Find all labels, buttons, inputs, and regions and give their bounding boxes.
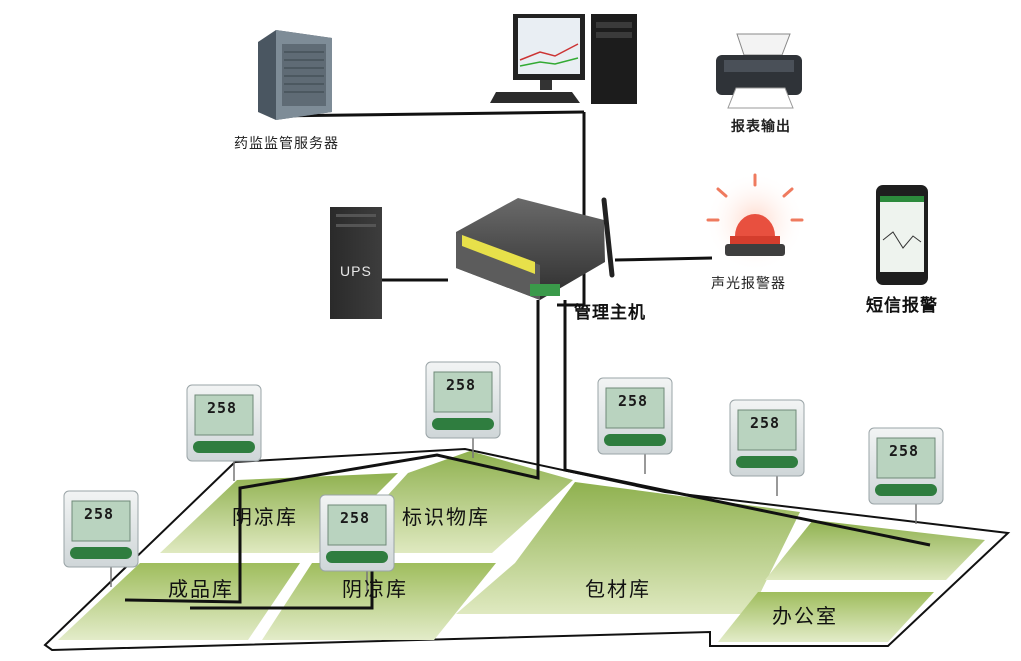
- computer-icon: [490, 14, 637, 104]
- sensor-devices: [63, 361, 944, 591]
- report-label: 报表输出: [731, 119, 791, 135]
- room-label-shade-left: 阴凉库: [232, 505, 298, 529]
- phone-icon: [876, 185, 928, 285]
- ups-icon: [330, 207, 382, 319]
- cables: [124, 110, 931, 610]
- server-icon: [258, 30, 332, 120]
- alarm-icon: [705, 172, 805, 272]
- sensor-reading-6: 258: [84, 505, 115, 523]
- host-label: 管理主机: [574, 303, 646, 323]
- room-label-marked: 标识物库: [402, 505, 490, 529]
- room-shade-bottom: [262, 563, 496, 640]
- room-office: [718, 592, 934, 642]
- sms-label: 短信报警: [866, 296, 938, 316]
- room-label-shade-bottom: 阴凉库: [342, 577, 408, 601]
- sensor-device-6: [63, 490, 139, 587]
- sensor-device-3: [597, 377, 673, 474]
- sensor-device-1: [186, 384, 262, 481]
- management-host-icon: [456, 197, 615, 300]
- sensor-reading-7: 258: [340, 509, 371, 527]
- sensor-reading-2: 258: [446, 376, 477, 394]
- room-shade-left: [160, 473, 398, 553]
- floor-plan: [43, 447, 1011, 652]
- sensor-device-4: [729, 399, 805, 496]
- sensor-reading-4: 258: [750, 414, 781, 432]
- room-north-east: [765, 520, 985, 580]
- room-label-office: 办公室: [772, 604, 838, 628]
- room-packaging: [456, 482, 800, 614]
- sensor-reading-3: 258: [618, 392, 649, 410]
- sensor-device-2: [425, 361, 501, 458]
- printer-icon: [716, 33, 802, 109]
- alarm-label: 声光报警器: [711, 276, 786, 292]
- sensor-device-5: [868, 427, 944, 524]
- sensor-reading-5: 258: [889, 442, 920, 460]
- room-label-finished: 成品库: [168, 577, 234, 601]
- server-label: 药监监管服务器: [234, 136, 339, 152]
- ups-label: UPS: [340, 263, 372, 279]
- sensor-device-7: [319, 494, 395, 591]
- room-label-packaging: 包材库: [585, 577, 651, 601]
- sensor-reading-1: 258: [207, 399, 238, 417]
